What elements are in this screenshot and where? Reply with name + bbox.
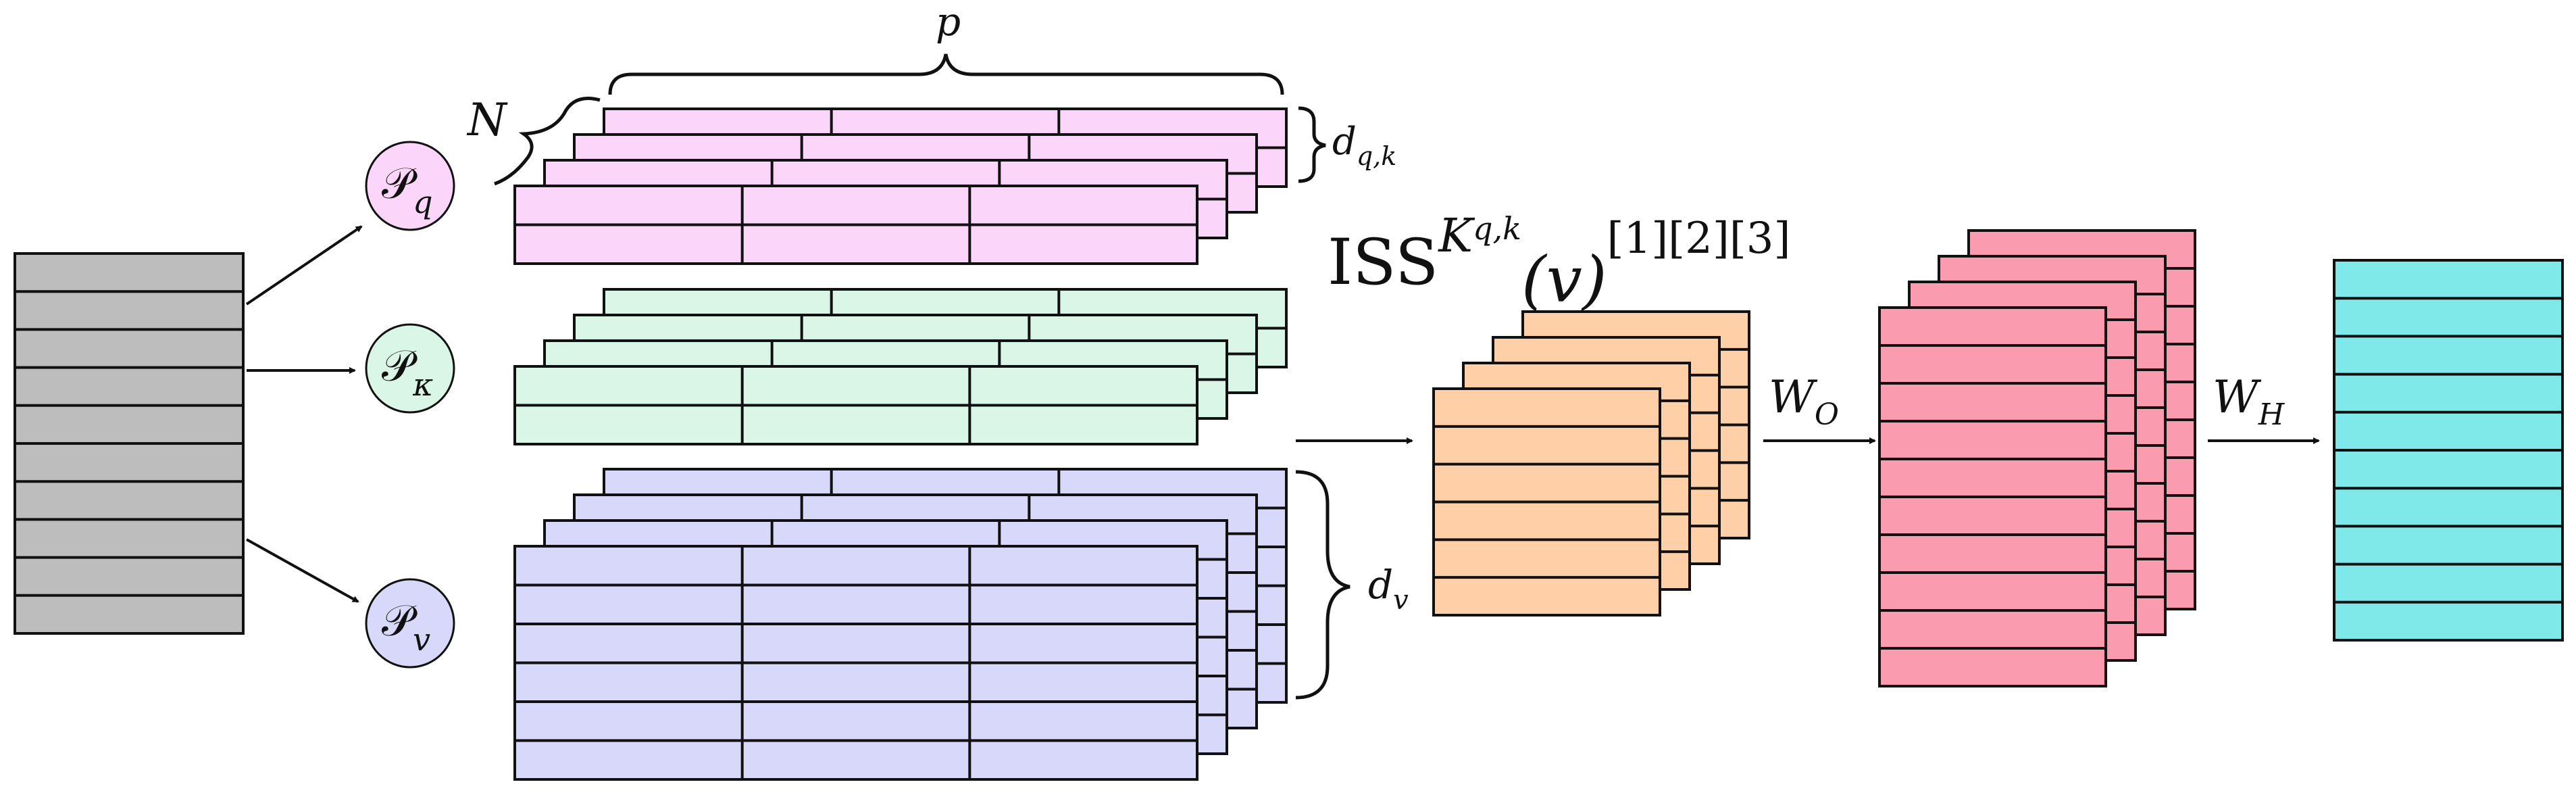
projection-kappa: 𝒫κ xyxy=(365,323,455,414)
iss-label: ISSKq,k(v)[1][2][3] xyxy=(1328,210,1790,317)
projection-v-label: 𝒫v xyxy=(382,596,430,658)
label-dv: dv xyxy=(1368,562,1409,616)
query-tensor-stack xyxy=(513,107,1288,265)
value-tensor-stack xyxy=(513,468,1288,781)
projection-v-circle xyxy=(365,578,455,669)
key-layer-1 xyxy=(513,365,1198,445)
proj-layer-1 xyxy=(1878,306,2107,687)
label-dqk: dq,k xyxy=(1332,120,1396,171)
projection-q-label: 𝒫q xyxy=(382,159,433,220)
key-tensor-stack xyxy=(513,288,1288,445)
query-layer-1 xyxy=(513,185,1198,265)
iss-tensor-stack xyxy=(1432,310,1750,617)
output-matrix xyxy=(2333,259,2564,642)
projected-tensor-stack xyxy=(1878,229,2196,687)
brace-dv-shape xyxy=(1295,470,1350,700)
value-layer-1 xyxy=(513,545,1198,781)
projection-v: 𝒫v xyxy=(365,578,455,669)
arrow-to-pv xyxy=(246,538,359,603)
brace-n: N xyxy=(466,94,601,186)
iss-layer-1 xyxy=(1432,387,1661,617)
projection-q: 𝒫q xyxy=(365,141,455,231)
arrow-to-pq xyxy=(245,225,363,306)
projection-q-circle xyxy=(365,141,455,231)
projection-kappa-circle xyxy=(365,323,455,414)
projection-kappa-label: 𝒫κ xyxy=(382,341,433,403)
brace-dv: dv xyxy=(1295,470,1409,700)
output-grid xyxy=(2333,259,2564,642)
label-n: N xyxy=(466,94,508,146)
label-wo: WO xyxy=(1769,371,1839,432)
brace-p: p xyxy=(608,0,1284,95)
label-wh: WH xyxy=(2213,371,2285,432)
brace-dqk: dq,k xyxy=(1298,106,1396,183)
input-grid xyxy=(14,252,245,635)
label-p: p xyxy=(936,0,961,45)
brace-p-shape xyxy=(608,53,1284,95)
input-sequence-matrix xyxy=(14,252,245,635)
brace-dqk-shape xyxy=(1298,106,1326,183)
brace-n-shape xyxy=(494,97,601,186)
input-arrows xyxy=(245,225,363,603)
